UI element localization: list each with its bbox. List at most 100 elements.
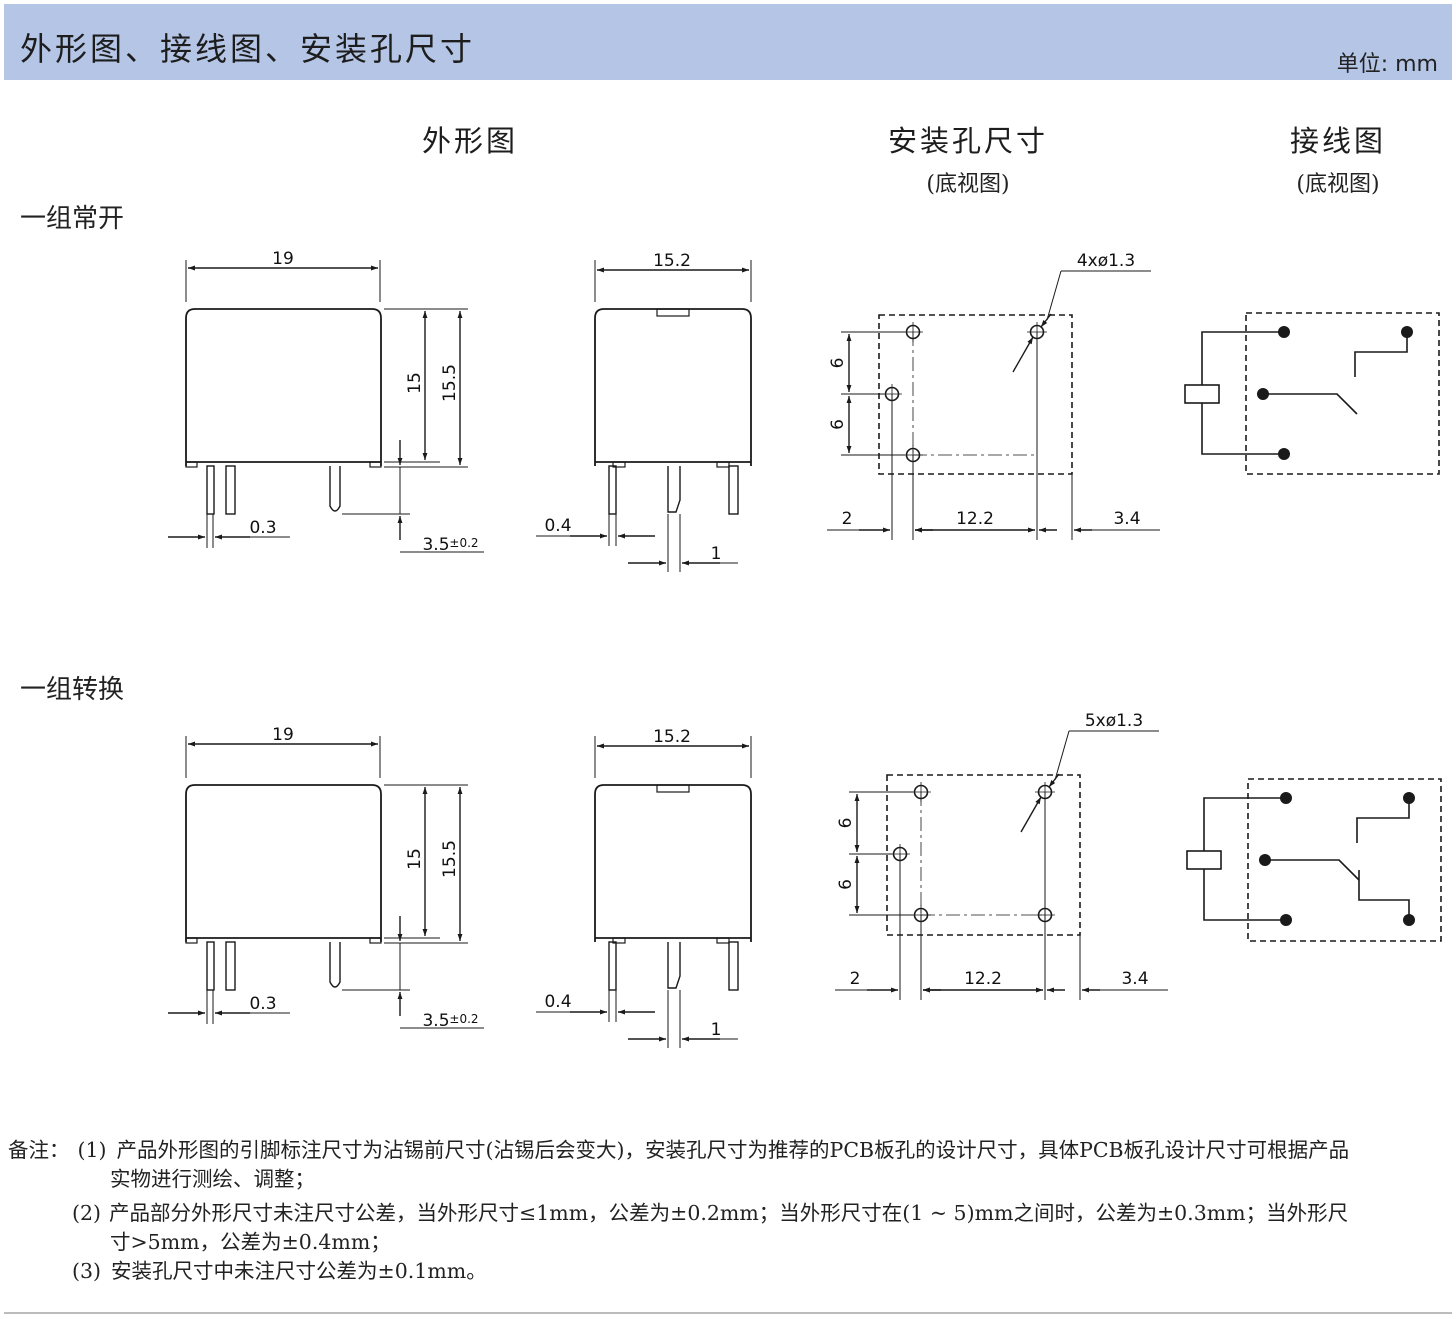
dim-x2-label: 12.2 (964, 969, 1002, 989)
dim-pin-width-label: 1 (711, 1020, 722, 1040)
dim-x2-label: 12.2 (956, 509, 994, 529)
dim-pin-width-label: 1 (711, 544, 722, 564)
dim-pitch-lower-label: 6 (836, 879, 856, 890)
notes-prefix: 备注： (8, 1138, 70, 1162)
unit-label: 单位: mm (1336, 52, 1438, 77)
no-contact-path (1354, 332, 1408, 377)
note-1-line-1: 产品外形图的引脚标注尺寸为沾锡前尺寸(沾锡后会变大)，安装孔尺寸为推荐的PCB板… (116, 1138, 1350, 1162)
relay-body-outline (594, 784, 752, 942)
standoff-left (185, 937, 198, 944)
top-nub (656, 308, 690, 317)
spec-leader-diagonal (1054, 730, 1070, 781)
dim-height-15-label: 15 (405, 372, 425, 394)
dim-pin-thickness-label: 0.3 (249, 994, 276, 1014)
pin-side-2 (667, 466, 681, 513)
hole-spec-label: 5xø1.3 (1085, 711, 1143, 731)
relay-body-outline (594, 308, 752, 466)
dim-width-label: 15.2 (653, 727, 691, 747)
standoff-left (185, 461, 198, 468)
standoff-right (716, 461, 730, 468)
note-3-line-1: 安装孔尺寸中未注尺寸公差为±0.1mm。 (111, 1259, 487, 1283)
dim-width-label: 19 (272, 249, 294, 269)
dim-height-15-label: 15 (405, 848, 425, 870)
spec-arrow-lower (1020, 796, 1042, 833)
note-2-line-2: 寸>5mm，公差为±0.4mm； (110, 1230, 391, 1254)
standoff-left (612, 461, 626, 468)
dim-pitch-lower-label: 6 (828, 419, 848, 430)
dim-width-label: 15.2 (653, 251, 691, 271)
pin-side-3 (728, 941, 739, 991)
common-contact-arm (1263, 393, 1358, 415)
dim-x3-label: 3.4 (1121, 969, 1148, 989)
mounting-column-title: 安装孔尺寸 (887, 124, 1048, 158)
pin-side-1 (608, 465, 617, 515)
note-3-number: (3) (72, 1259, 102, 1283)
standoff-left (612, 937, 626, 944)
wiring-view (1186, 778, 1442, 942)
drawing-group-changeover: 19 15 15.5 3.5±0.2 0.3 15.20.41 6 6 2 12.2 3.4 5xø1… (168, 711, 1442, 1048)
header-bar: 外形图、接线图、安装孔尺寸 单位: mm (4, 4, 1452, 80)
dim-x3-label: 3.4 (1113, 509, 1140, 529)
pin-front-1 (206, 941, 215, 991)
common-contact-arm (1265, 859, 1360, 881)
dim-pin-len-tolerance: ±0.2 (449, 1012, 478, 1026)
no-contact-path (1356, 798, 1410, 843)
side-view: 15.2 0.4 1 (536, 251, 752, 572)
housing-outline-dashed (886, 774, 1081, 936)
pin-front-1 (206, 465, 215, 515)
coil-symbol (1186, 850, 1222, 870)
nc-contact-path (1358, 870, 1410, 920)
pin-side-1 (608, 941, 617, 991)
note-1-line-2: 实物进行测绘、调整； (110, 1167, 315, 1191)
wiring-view (1184, 312, 1440, 475)
note-2-line-1: 产品部分外形尺寸未注尺寸公差，当外形尺寸≤1mm，公差为±0.2mm；当外形尺寸… (109, 1201, 1349, 1225)
note-2-number: (2) (72, 1201, 102, 1225)
wiring-outline-dashed (1245, 312, 1440, 475)
standoff-right (716, 937, 730, 944)
front-view: 19 15 15.5 3.5±0.2 0.3 (168, 725, 484, 1031)
pin-front-3 (329, 942, 341, 988)
pin-front-2 (225, 941, 236, 991)
note-1-number: (1) (77, 1138, 107, 1162)
dim-pin-len-label: 3.5 (422, 535, 449, 555)
relay-body-outline (185, 784, 382, 942)
pin-front-2 (225, 465, 236, 515)
relay-body-outline (185, 308, 382, 466)
page-title: 外形图、接线图、安装孔尺寸 (20, 30, 476, 68)
dim-pin-thickness-label: 0.3 (249, 518, 276, 538)
group-label-no: 一组常开 (20, 204, 125, 234)
dim-width-label: 19 (272, 725, 294, 745)
mounting-column-subtitle: (底视图) (926, 172, 1010, 197)
dim-pitch-upper-label: 6 (836, 818, 856, 829)
wiring-column-title: 接线图 (1289, 124, 1386, 158)
top-nub (656, 784, 690, 793)
outline-column-title: 外形图 (421, 124, 518, 158)
hole-spec-label: 4xø1.3 (1077, 251, 1135, 271)
standoff-right (369, 937, 382, 944)
dim-x1-label: 2 (842, 509, 853, 529)
dim-height-15.5-label: 15.5 (440, 840, 460, 878)
pin-side-3 (728, 465, 739, 515)
dim-pin-len-label: 3.5 (422, 1011, 449, 1031)
coil-symbol (1184, 384, 1220, 404)
dim-pin-thickness-label: 0.4 (544, 516, 571, 536)
dim-pitch-upper-label: 6 (828, 358, 848, 369)
spec-arrow-upper (1048, 773, 1060, 788)
spec-leader-diagonal (1046, 270, 1062, 321)
standoff-right (369, 461, 382, 468)
dim-height-15.5-label: 15.5 (440, 364, 460, 402)
pin-side-2 (667, 942, 681, 989)
dim-x1-label: 2 (850, 969, 861, 989)
bottom-rule (4, 1312, 1452, 1314)
spec-arrow-lower (1012, 336, 1034, 373)
spec-arrow-upper (1040, 313, 1052, 328)
wiring-outline-dashed (1247, 778, 1442, 942)
wiring-column-subtitle: (底视图) (1296, 172, 1380, 197)
pin-front-3 (329, 466, 341, 512)
mounting-hole-view: 6 6 2 12.2 3.4 4xø1.3 (827, 251, 1160, 540)
mounting-hole-view: 6 6 2 12.2 3.4 5xø1.3 (835, 711, 1168, 1000)
side-view: 15.20.41 (536, 727, 752, 1048)
